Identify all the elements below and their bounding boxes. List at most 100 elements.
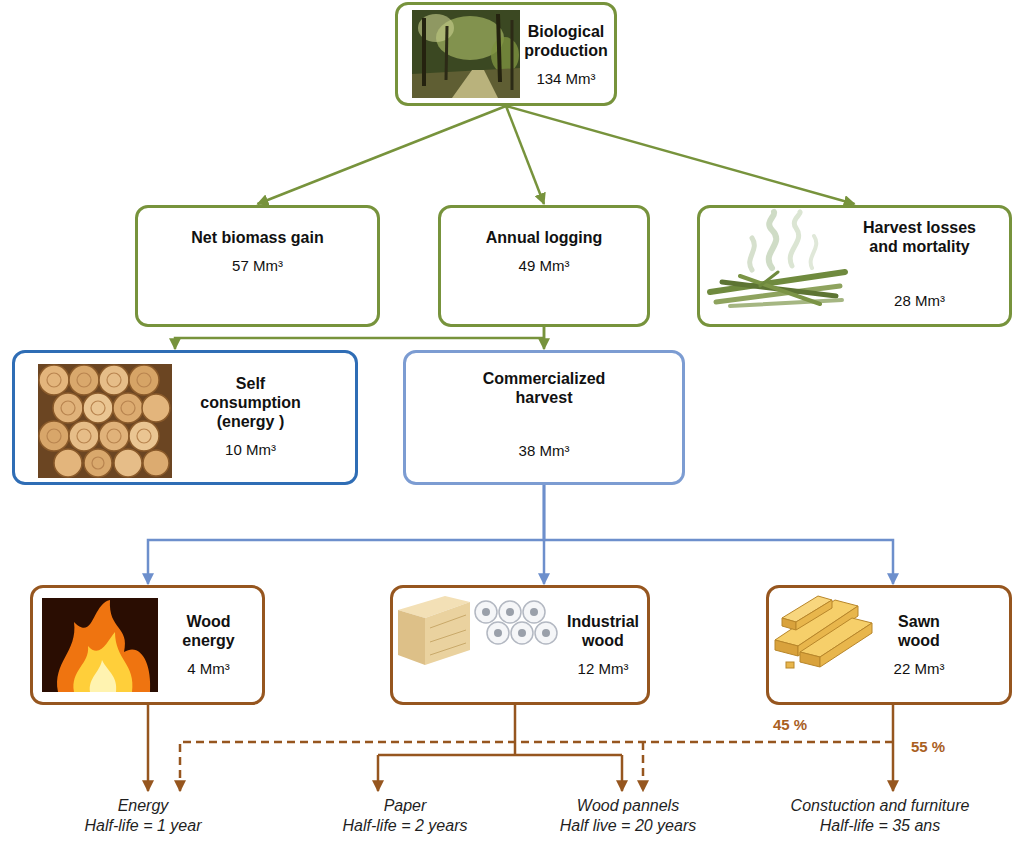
burning-branches-picture: [769, 212, 777, 268]
log-pile-picture: [137, 373, 151, 387]
box-title: Sawn wood: [879, 612, 959, 650]
burning-branches-picture: [750, 238, 755, 270]
lumber-picture: [782, 618, 796, 630]
use-box: Self consumption (energy ) 10 Mm³: [12, 350, 358, 485]
burning-branches-picture: [790, 212, 800, 266]
box-title: Harvest losses and mortality: [850, 218, 989, 256]
paper-roll-picture: [535, 622, 557, 644]
share-label: 45 %: [773, 716, 807, 734]
log-pile-picture: [54, 449, 82, 477]
paper-roll-picture: [530, 608, 538, 616]
half-life-note: Half-life = 35 ans: [820, 816, 941, 835]
box-title: Net biomass gain: [191, 228, 323, 247]
paper-roll-picture: [499, 601, 521, 623]
product-arrows: [621, 755, 624, 791]
text-column: Sawn wood22 Mm³: [879, 602, 959, 688]
use-name: Paper: [384, 796, 427, 815]
flow-box: Annual logging 49 Mm³: [438, 205, 650, 327]
text-column: Harvest losses and mortality 28 Mm³: [850, 218, 989, 310]
use-name: Constuction and furniture: [791, 796, 970, 815]
paper-roll-picture: [482, 608, 490, 616]
log-pile-picture: [53, 393, 83, 423]
box-title: Self consumption (energy ): [190, 374, 311, 431]
text-column: Biological production134 Mm³: [522, 15, 610, 95]
log-pile-picture: [69, 421, 99, 451]
paper-roll-picture: [542, 629, 550, 637]
wood-panel-picture: [430, 615, 466, 628]
loss-box: Harvest losses and mortality 28 Mm³: [697, 205, 1012, 327]
fire-picture: [42, 598, 158, 692]
product-arrows: [642, 742, 645, 791]
log-pile-picture: [38, 364, 172, 478]
burning-branches-picture: [740, 276, 820, 304]
box-title: Wood energy: [163, 612, 254, 650]
text-column: Self consumption (energy ) 10 Mm³: [190, 365, 311, 468]
lumber-picture: [800, 652, 820, 667]
flow-arrow: [544, 485, 893, 584]
flow-arrow: [506, 106, 855, 204]
fire-picture: [57, 600, 150, 692]
lumber-picture: [820, 623, 872, 667]
volume-value: 28 Mm³: [894, 292, 945, 310]
volume-value: 10 Mm³: [225, 441, 276, 459]
fire-picture: [42, 598, 158, 692]
volume-value: 49 Mm³: [519, 257, 570, 275]
paper-roll-picture: [482, 608, 550, 637]
log-pile-picture: [137, 429, 151, 443]
log-pile-picture: [113, 393, 143, 423]
flow-arrow: [175, 327, 544, 349]
log-pile-picture: [38, 364, 172, 478]
forest-picture: [498, 14, 500, 82]
volume-value: 12 Mm³: [578, 660, 629, 678]
log-pile-picture: [61, 401, 75, 415]
product-arrows: [378, 705, 622, 755]
flow-arrow: [148, 485, 544, 584]
wood-panel-picture: [425, 602, 470, 665]
burning-branches-picture: [811, 236, 817, 268]
volume-value: 57 Mm³: [232, 257, 283, 275]
log-pile-picture: [99, 421, 129, 451]
text-column: Commercialized harvest 38 Mm³: [456, 369, 632, 460]
half-life-note: Half-life = 1 year: [85, 816, 202, 835]
text-column: Industrial wood12 Mm³: [563, 602, 643, 688]
fire-picture: [73, 632, 132, 692]
box-title: Commercialized harvest: [456, 369, 632, 407]
log-pile-picture: [83, 393, 113, 423]
flow-arrow: [543, 327, 546, 349]
use-name: Wood pannels: [577, 796, 679, 815]
volume-value: 38 Mm³: [519, 442, 570, 460]
flow-arrow: [506, 106, 544, 204]
lumber-picture: [775, 596, 872, 668]
wood-panel-picture: [430, 643, 466, 655]
product-arrows: [147, 705, 150, 791]
log-pile-picture: [47, 429, 61, 443]
half-life-note: Half-life = 2 years: [343, 816, 468, 835]
wood-panel-picture: [430, 630, 466, 642]
log-pile-picture: [69, 365, 99, 395]
paper-roll-picture: [487, 622, 509, 644]
product-box: Industrial wood12 Mm³: [390, 585, 650, 705]
paper-roll-picture: [523, 601, 545, 623]
forest-picture: [511, 20, 514, 90]
log-pile-picture: [47, 373, 61, 387]
forest-picture: [412, 68, 520, 98]
product-box: Wood energy4 Mm³: [30, 585, 265, 705]
wood-panel-picture: [398, 596, 470, 665]
forest-picture: [412, 10, 520, 98]
lumber-picture: [786, 662, 794, 668]
use-name: Energy: [118, 796, 169, 815]
fire-picture: [90, 660, 116, 692]
box-title: Annual logging: [486, 228, 602, 247]
source-box: Biological production134 Mm³: [395, 2, 617, 106]
text-column: Net biomass gain 57 Mm³: [146, 228, 369, 304]
product-arrows: [892, 705, 895, 791]
product-arrows: [180, 742, 893, 791]
connector-group: [148, 106, 893, 584]
log-pile-picture: [39, 365, 69, 395]
log-pile-picture: [114, 449, 142, 477]
paper-roll-picture: [475, 601, 497, 623]
